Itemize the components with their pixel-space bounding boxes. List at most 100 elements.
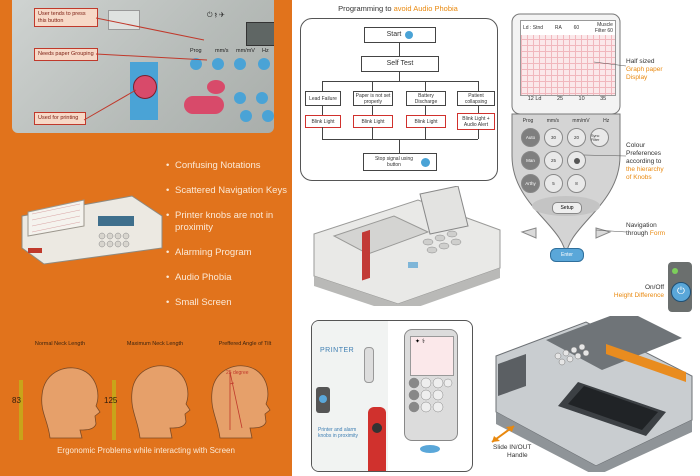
annotation-line: according to: [626, 158, 662, 165]
annotation-line: Handle: [507, 452, 528, 459]
flow-stop: Stop signal using button: [363, 153, 437, 171]
photo-start-key[interactable]: [207, 80, 225, 94]
normal-neck-value: 83: [12, 396, 21, 405]
knob-5[interactable]: 5: [544, 174, 563, 193]
flow-connector: [322, 127, 323, 139]
setup-button[interactable]: Setup: [552, 202, 582, 214]
screen-bottom-values: 12 Ld 25 10 35: [520, 96, 614, 102]
photo-key[interactable]: [240, 110, 252, 122]
tilt-angle-label: Preffered Angle of Tilt: [218, 341, 272, 347]
problem-list: Confusing Notations Scattered Navigation…: [166, 160, 290, 322]
flow-connector: [372, 127, 373, 139]
flowchart-title: Programming to avoid Audio Phobia: [300, 4, 496, 13]
flow-connector: [322, 105, 323, 115]
photo-arrow-keys[interactable]: [184, 96, 224, 114]
photo-key[interactable]: [190, 58, 202, 70]
bottom-value: 25: [556, 96, 564, 102]
photo-key[interactable]: [258, 58, 270, 70]
knob-25[interactable]: 25: [544, 151, 563, 170]
tilt-angle-value: 25 degree: [226, 370, 249, 376]
photo-key[interactable]: [234, 58, 246, 70]
column-label: mm/s: [546, 118, 559, 124]
photo-key[interactable]: [256, 92, 268, 104]
callout-press-button: User tends to press this button: [34, 8, 98, 27]
mini-screen-icons: ✦ ⚕: [415, 339, 425, 345]
flow-start: Start: [364, 27, 436, 43]
ergonomic-caption: Ergonomic Problems while interacting wit…: [57, 446, 235, 455]
max-neck-label: Maximum Neck Length: [126, 341, 184, 347]
annotation-line: Display: [626, 74, 648, 81]
flow-connector: [425, 127, 426, 139]
knob-20[interactable]: 20: [567, 128, 586, 147]
flow-connector: [372, 81, 373, 91]
knob-8[interactable]: 8: [567, 174, 586, 193]
problem-item: Scattered Navigation Keys: [166, 185, 290, 197]
photo-key[interactable]: [234, 92, 246, 104]
knob-sync-filter[interactable]: Sync Filter: [590, 128, 609, 147]
knob-30[interactable]: 30: [544, 128, 563, 147]
annotation-line: the hierarchy: [626, 166, 664, 173]
flow-action: Blink Light + Audio Alert: [457, 113, 495, 130]
photo-key[interactable]: [262, 110, 274, 122]
flowchart-box: Start Self Test Lead Failure Paper is no…: [300, 18, 498, 181]
onoff-annotation: On/Off Height Difference: [588, 284, 664, 300]
power-icon[interactable]: ⏻: [671, 282, 691, 302]
screen-filter: Muscle Filter 60: [594, 22, 613, 34]
annotation-highlight: Form: [649, 230, 666, 237]
printer-title: PRINTER: [320, 347, 355, 354]
printer-switch[interactable]: [316, 387, 330, 413]
flow-connector: [322, 81, 478, 82]
annotation-line: Half sized: [626, 58, 655, 65]
flowchart-title-highlight: avoid Audio Phobia: [393, 4, 458, 13]
annotation-line: Navigation: [626, 222, 657, 229]
printer-slot: [364, 347, 374, 383]
flow-connector: [478, 129, 479, 139]
knob-record[interactable]: [567, 151, 586, 170]
mini-screen: [410, 336, 454, 376]
graph-paper-display: Ld : Stnd RA 60 Muscle Filter 60: [520, 20, 616, 96]
annotation-line: Preferences: [626, 150, 662, 157]
photo-prog-label: Prog: [190, 48, 202, 54]
photo-icons: ⏻ ⚕ ✈: [207, 12, 225, 19]
printer-knob[interactable]: [372, 423, 382, 433]
enter-button[interactable]: Enter: [550, 248, 584, 262]
knob-arthy[interactable]: Arthy: [521, 174, 540, 193]
flow-connector: [322, 81, 323, 91]
flow-connector: [425, 105, 426, 115]
photo-lcd: [246, 22, 274, 46]
flow-action: Blink Light: [406, 115, 446, 128]
graph-paper-annotation: Half sized Graph paper Display: [626, 58, 686, 82]
bottom-value: 35: [600, 96, 607, 102]
flow-action: Blink Light: [305, 115, 341, 128]
flow-connector: [399, 42, 400, 56]
flow-start-label: Start: [386, 31, 402, 38]
knob-man[interactable]: Man: [521, 151, 540, 170]
problem-item: Small Screen: [166, 297, 290, 309]
flow-cause: Battery Discharge: [406, 91, 446, 106]
problems-panel: ⏻ ⚕ ✈ Prog mm/s mm/mV Hz User tends to p…: [0, 0, 292, 476]
photo-mms-label: mm/s: [215, 48, 229, 54]
flow-connector: [478, 81, 479, 91]
start-button-icon: [405, 31, 414, 39]
ecg-device-illustration: [21, 195, 163, 265]
bottom-value: 12 Ld: [527, 96, 542, 102]
mini-knobs: [408, 377, 453, 453]
flowchart-title-prefix: Programming to: [338, 4, 394, 13]
screen-ra: RA: [554, 25, 562, 31]
flow-action: Blink Light: [353, 115, 393, 128]
bottom-value: 10: [578, 96, 585, 102]
knob-auto[interactable]: Auto: [521, 128, 540, 147]
max-neck-value: 125: [104, 396, 118, 405]
device-3d-render: [495, 316, 693, 472]
photo-key[interactable]: [212, 58, 224, 70]
photo-red-button[interactable]: [133, 75, 157, 99]
flow-self-test: Self Test: [361, 56, 439, 72]
slide-annotation: Slide IN/OUT Handle: [493, 444, 531, 460]
printer-panel-box: PRINTER Printer and alarm knobs in proxi…: [311, 320, 473, 472]
printer-red-handle[interactable]: [368, 407, 386, 471]
flow-connector: [322, 139, 478, 140]
screen-header: Ld : Stnd RA 60 Muscle Filter 60: [521, 21, 615, 35]
annotation-line: of Knobs: [626, 174, 652, 181]
record-icon: [573, 157, 580, 164]
